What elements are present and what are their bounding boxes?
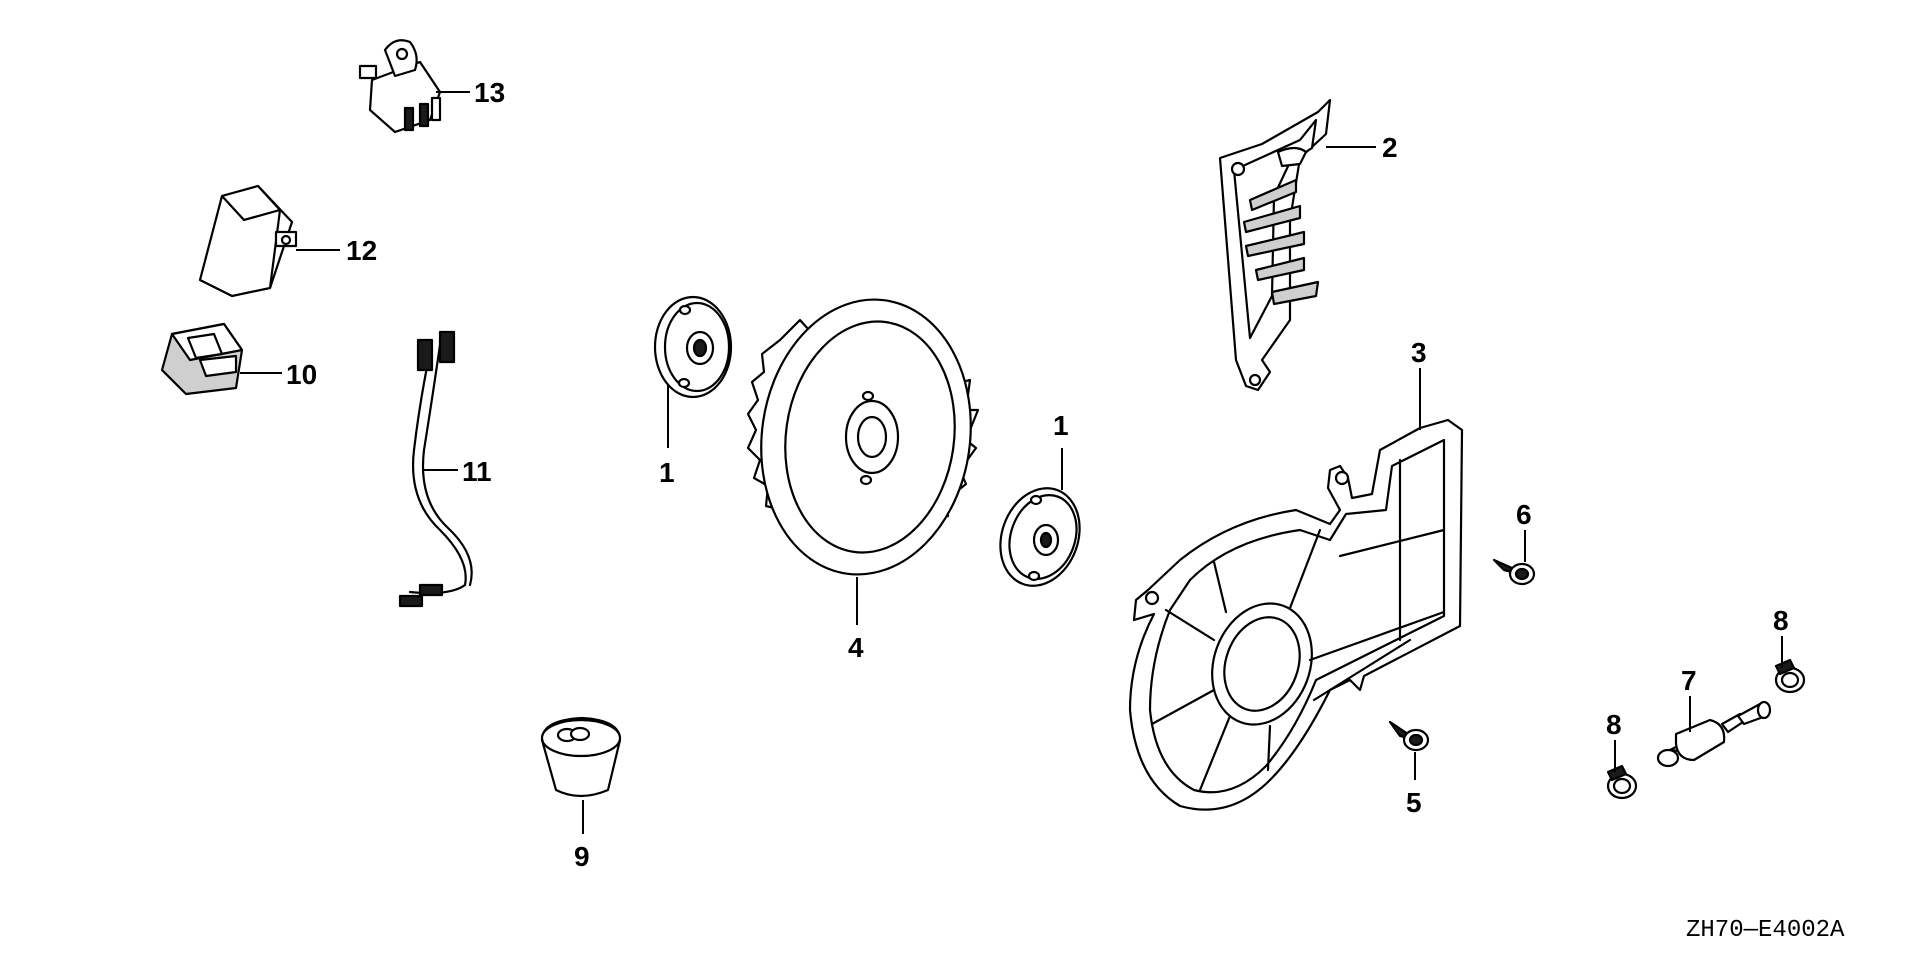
part-13-switch (358, 39, 442, 134)
part-2-shroud (1218, 98, 1332, 392)
part-8-clip-left (1606, 764, 1638, 800)
part-12-module (198, 184, 298, 298)
callout-9: 9 (574, 841, 590, 872)
part-5-screw-lower (1388, 720, 1430, 752)
callout-12: 12 (346, 235, 377, 266)
callout-10: 10 (286, 359, 317, 390)
part-8-clip-right (1774, 658, 1806, 694)
part-6-screw-upper (1492, 558, 1536, 586)
callout-11: 11 (462, 456, 492, 487)
callout-1-left: 1 (659, 457, 675, 488)
drawing-code: ZH70—E4002A (1686, 917, 1845, 944)
callout-6: 6 (1516, 499, 1532, 530)
part-10-clip-block (160, 322, 244, 396)
callout-3: 3 (1411, 337, 1427, 368)
callout-2: 2 (1382, 132, 1398, 163)
part-7-fitting (1656, 700, 1772, 768)
part-1-plate-right (999, 487, 1081, 587)
part-9-cap (540, 716, 622, 798)
part-1-plate-left (653, 295, 733, 399)
callout-13: 13 (474, 77, 505, 108)
callout-4: 4 (848, 632, 864, 663)
callout-8-left: 8 (1606, 709, 1622, 740)
callout-5: 5 (1406, 787, 1422, 818)
part-11-wire-harness (398, 330, 473, 608)
callout-8-right: 8 (1773, 605, 1789, 636)
callout-1-right: 1 (1053, 410, 1069, 441)
part-4-flywheel (746, 298, 980, 576)
part-3-fan-cover (1128, 418, 1464, 811)
callout-7: 7 (1681, 665, 1697, 696)
